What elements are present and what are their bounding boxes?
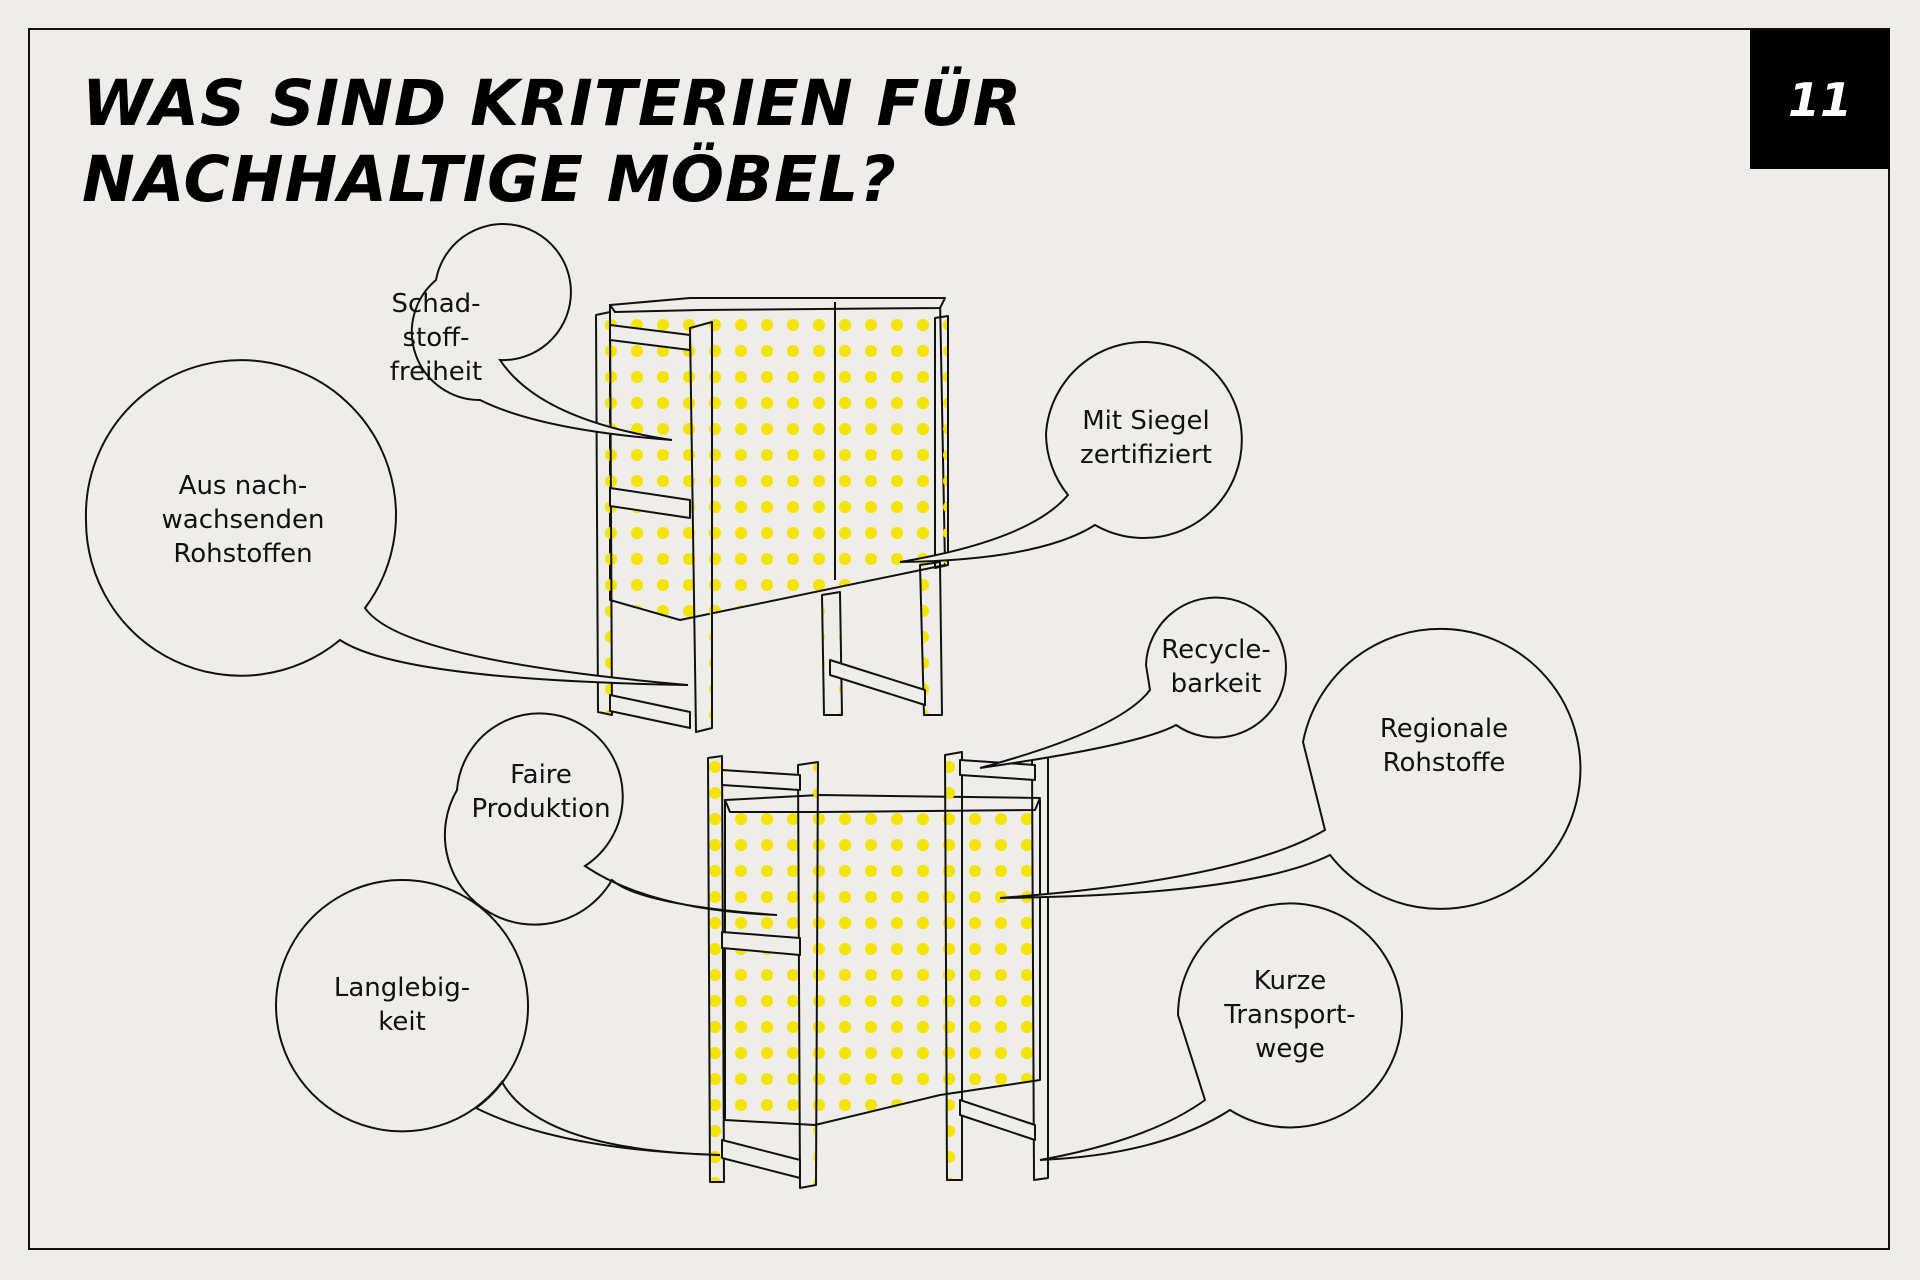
- bubble-nachwachsend-shape: [84, 359, 689, 686]
- lower-shelf: [707, 751, 1049, 1189]
- upper-shelf: [595, 297, 949, 733]
- bubble-transport-shape: [1039, 902, 1403, 1161]
- bubble-faire-shape: [443, 712, 778, 926]
- bubble-schadstoff-shape: [410, 223, 673, 441]
- bubble-siegel: Mit Siegel zertifiziert: [1080, 406, 1212, 470]
- title-line-2: NACHHALTIGE MÖBEL?: [82, 143, 897, 216]
- bubble-recycle: Recycle- barkeit: [1161, 635, 1271, 699]
- bubble-regional: Regionale Rohstoffe: [1379, 714, 1509, 778]
- speech-bubbles: [84, 223, 1582, 1161]
- bubble-nachwachsend: Aus nach- wachsenden Rohstoffen: [161, 471, 325, 569]
- page-number-badge: 11: [1750, 30, 1890, 169]
- bubble-langlebig: Langlebig- keit: [333, 973, 471, 1037]
- bubble-schadstoff: Schad- stoff- freiheit: [389, 289, 483, 387]
- page-frame: [28, 28, 1890, 1250]
- bubble-langlebig-shape: [274, 879, 721, 1156]
- bubble-recycle-shape: [979, 596, 1287, 769]
- title-line-1: WAS SIND KRITERIEN FÜR: [82, 67, 1023, 140]
- bubble-faire: Faire Produktion: [471, 760, 611, 824]
- bubble-regional-shape: [999, 627, 1582, 910]
- bubble-siegel-shape: [899, 341, 1243, 563]
- bubble-transport: Kurze Transport- wege: [1224, 966, 1356, 1064]
- page-title: WAS SIND KRITERIEN FÜR NACHHALTIGE MÖBEL…: [82, 66, 1022, 218]
